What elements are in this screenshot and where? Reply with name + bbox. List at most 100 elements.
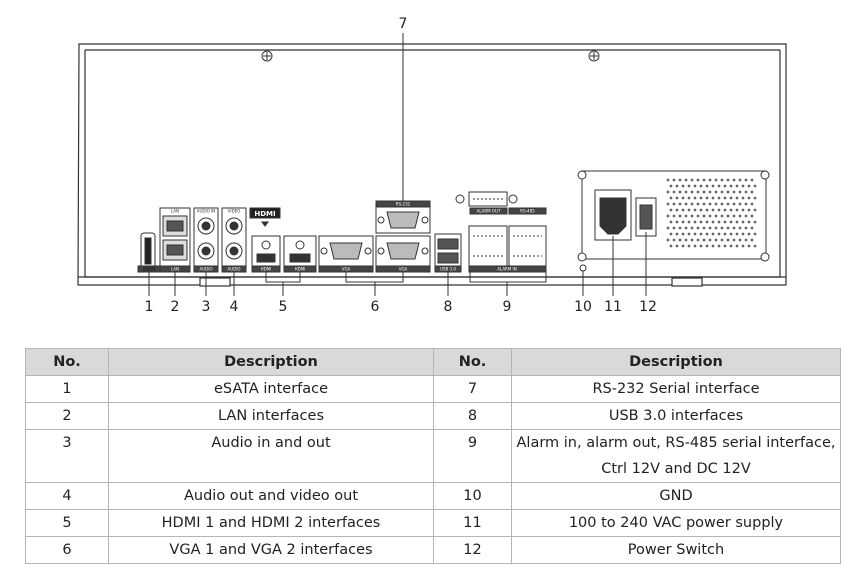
vent-hole	[702, 178, 706, 182]
cell-description: Audio out and video out	[108, 482, 434, 510]
vent-hole	[696, 178, 700, 182]
vent-hole	[675, 244, 679, 248]
vent-hole	[711, 208, 715, 212]
vent-hole	[747, 208, 751, 212]
vent-hole	[702, 202, 706, 206]
header-no-2: No.	[433, 348, 512, 376]
vent-hole	[669, 196, 673, 200]
vga-ports: VGA VGA	[318, 235, 431, 273]
cell-no: 2	[25, 402, 109, 430]
vent-hole	[672, 178, 676, 182]
vent-hole	[702, 214, 706, 218]
vent-hole	[678, 214, 682, 218]
cell-no: 6	[25, 536, 109, 564]
callout-1: 1	[145, 299, 154, 315]
vent-hole	[723, 208, 727, 212]
table-row: 4 Audio out and video out 10 GND	[25, 482, 841, 510]
vent-hole	[720, 226, 724, 230]
vent-hole	[744, 214, 748, 218]
usb-label: USB 3.0	[440, 267, 456, 272]
vent-hole	[729, 232, 733, 236]
vent-hole	[693, 220, 697, 224]
vent-hole	[753, 196, 757, 200]
vent-hole	[708, 202, 712, 206]
vent-hole	[681, 196, 685, 200]
vent-hole	[702, 226, 706, 230]
vent-hole	[672, 214, 676, 218]
vent-hole	[726, 190, 730, 194]
callout-numbers: 7 1 2 3 4 5 6 8 9 10 11 12	[145, 16, 657, 315]
hdmi1-label: HDMI	[261, 267, 272, 272]
header-description-2: Description	[511, 348, 841, 376]
lan-ports: LAN LAN	[159, 207, 191, 273]
vent-hole	[666, 202, 670, 206]
vent-hole	[726, 214, 730, 218]
vent-hole	[744, 226, 748, 230]
vent-hole	[693, 232, 697, 236]
vent-hole	[720, 178, 724, 182]
vent-hole	[705, 208, 709, 212]
cell-no: 9	[433, 429, 512, 483]
lan-label-top: LAN	[171, 209, 179, 214]
cell-no: 3	[25, 429, 109, 483]
vent-hole	[753, 220, 757, 224]
cell-description: VGA 1 and VGA 2 interfaces	[108, 536, 434, 564]
vent-hole	[741, 184, 745, 188]
vent-hole	[666, 190, 670, 194]
vga1-label: VGA	[342, 267, 351, 272]
vent-hole	[744, 238, 748, 242]
vent-hole	[753, 184, 757, 188]
screw-icon	[577, 170, 770, 262]
header-no-1: No.	[25, 348, 109, 376]
vent-hole	[747, 244, 751, 248]
vent-hole	[684, 190, 688, 194]
vent-hole	[696, 226, 700, 230]
vent-hole	[705, 244, 709, 248]
vent-hole	[714, 178, 718, 182]
vent-hole	[687, 244, 691, 248]
callout-2: 2	[171, 299, 180, 315]
vent-hole	[669, 208, 673, 212]
vent-hole	[732, 178, 736, 182]
callout-4: 4	[230, 299, 239, 315]
vent-hole	[693, 244, 697, 248]
vent-hole	[753, 244, 757, 248]
vent-hole	[747, 196, 751, 200]
cell-description: eSATA interface	[108, 375, 434, 403]
callout-8: 8	[444, 299, 453, 315]
table-row: 6 VGA 1 and VGA 2 interfaces 12 Power Sw…	[25, 536, 841, 564]
vent-hole	[675, 220, 679, 224]
vent-hole	[708, 190, 712, 194]
vent-hole	[666, 226, 670, 230]
vent-hole	[738, 214, 742, 218]
cell-no: 10	[433, 482, 512, 510]
vent-hole	[669, 184, 673, 188]
vent-hole	[741, 232, 745, 236]
vent-hole	[723, 232, 727, 236]
vent-hole	[702, 190, 706, 194]
vent-hole	[690, 178, 694, 182]
vent-hole	[711, 196, 715, 200]
vent-hole	[750, 178, 754, 182]
vent-hole	[741, 220, 745, 224]
vent-hole	[735, 208, 739, 212]
vent-hole	[684, 202, 688, 206]
vent-hole	[720, 214, 724, 218]
vent-hole	[720, 238, 724, 242]
vent-hole	[690, 190, 694, 194]
table-header-row: No. Description No. Description	[25, 348, 841, 376]
cell-description: LAN interfaces	[108, 402, 434, 430]
vent-hole	[687, 232, 691, 236]
vent-hole	[708, 238, 712, 242]
vent-hole	[741, 196, 745, 200]
vent-hole	[696, 214, 700, 218]
vent-hole	[714, 214, 718, 218]
vent-hole	[681, 232, 685, 236]
interface-table: No. Description No. Description 1 eSATA …	[25, 348, 841, 564]
screw-icon	[261, 50, 600, 62]
hdmi2-label: HDMI	[295, 267, 306, 272]
vent-hole	[684, 226, 688, 230]
vent-hole	[750, 190, 754, 194]
vent-hole	[699, 196, 703, 200]
vent-hole	[690, 202, 694, 206]
